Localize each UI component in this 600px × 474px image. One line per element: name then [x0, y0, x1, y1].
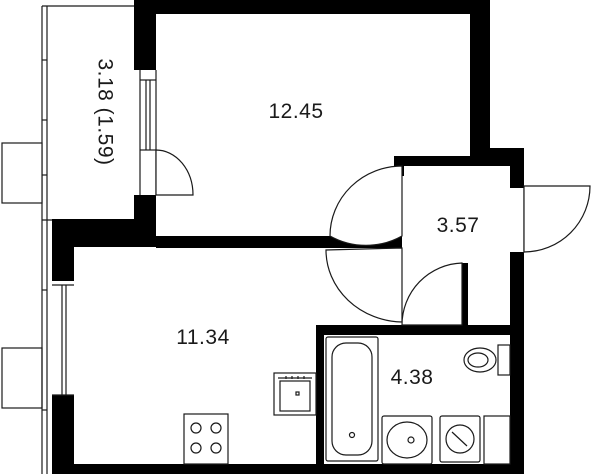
entrance-door[interactable]: [523, 185, 591, 254]
kitchen-area-label: 11.34: [176, 326, 230, 349]
walls: [52, 0, 524, 474]
balcony-area-label: 3.18 (1.59): [93, 58, 116, 165]
hall-area-label: 3.57: [437, 214, 480, 237]
room-door[interactable]: [329, 165, 403, 246]
kitchen-door[interactable]: [325, 247, 403, 323]
room-area-label: 12.45: [268, 100, 323, 123]
balcony-ledge-lower: [1, 347, 43, 409]
balcony-ledge-upper: [1, 142, 43, 204]
bathroom-area-label: 4.38: [391, 366, 434, 389]
window-room: [139, 70, 157, 195]
bathtub: [325, 336, 379, 462]
kitchen-worktop: [273, 372, 317, 416]
stove: [183, 413, 229, 465]
bath-shelf: [483, 415, 511, 465]
balcony-door[interactable]: [155, 149, 194, 196]
window-kitchen: [52, 281, 74, 396]
sink: [381, 415, 433, 465]
bathroom-door[interactable]: [401, 262, 463, 326]
washing-machine: [439, 415, 481, 463]
balcony-outline: [1, 5, 134, 409]
toilet: [463, 344, 511, 376]
